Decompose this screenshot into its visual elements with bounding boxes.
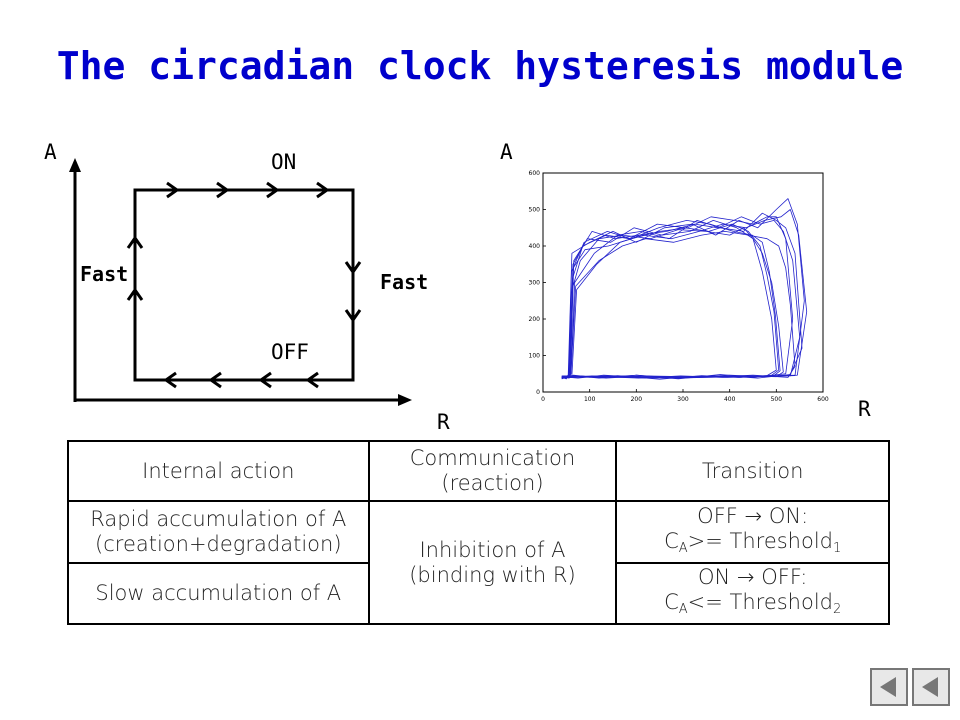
module-table: Internal action Communication(reaction) … (67, 440, 890, 625)
cell-off-to-on: OFF → ON: CA>= Threshold1 (615, 500, 890, 564)
table-header-row: Internal action Communication(reaction) … (67, 440, 890, 502)
on-label: ON (271, 150, 297, 174)
x-tick-label: 300 (677, 396, 689, 403)
back-triangle-icon (880, 677, 896, 697)
x-tick-label: 400 (724, 396, 736, 403)
trajectory-line (561, 209, 808, 379)
header-communication: Communication(reaction) (367, 440, 618, 502)
x-tick-label: 200 (631, 396, 643, 403)
y-tick-label: 600 (529, 170, 541, 177)
slide-title: The circadian clock hysteresis module (56, 44, 904, 88)
fast-left-label: Fast (80, 262, 129, 286)
right-arrows (344, 261, 362, 323)
x-tick-label: 500 (771, 396, 783, 403)
left-arrows (126, 235, 144, 301)
arrow-right-icon: → (736, 565, 755, 589)
forward-button[interactable] (912, 668, 950, 706)
plot-y-label: A (500, 140, 513, 164)
y-tick-label: 300 (529, 280, 541, 287)
table-row: Rapid accumulation of A(creation+degrada… (67, 500, 890, 625)
y-tick-label: 400 (529, 243, 541, 250)
bottom-arrows (163, 371, 319, 389)
plot-lines (561, 198, 808, 380)
trajectory-line (561, 219, 781, 378)
top-arrows (166, 181, 330, 199)
header-internal-action: Internal action (67, 440, 370, 502)
x-axis-arrowhead (398, 394, 412, 406)
schematic-x-label: R (437, 410, 450, 434)
back-button[interactable] (870, 668, 908, 706)
x-tick-label: 600 (817, 396, 829, 403)
plot-x-label: R (858, 397, 871, 421)
x-tick-label: 100 (584, 396, 596, 403)
fast-right-label: Fast (380, 270, 429, 294)
schematic-y-label: A (44, 140, 57, 164)
header-transition: Transition (615, 440, 890, 502)
y-tick-label: 500 (529, 207, 541, 214)
forward-triangle-icon (922, 677, 938, 697)
off-label: OFF (271, 340, 309, 364)
cell-slow-accumulation: Slow accumulation of A (67, 562, 370, 625)
y-axis-arrowhead (69, 158, 81, 172)
trajectory-line (561, 227, 777, 380)
hysteresis-loop (133, 188, 355, 382)
arrow-right-icon: → (744, 503, 763, 528)
y-tick-label: 100 (529, 353, 541, 360)
table-row: Slow accumulation of A ON → OFF: CA<= Th… (67, 562, 890, 625)
cell-rapid-accumulation: Rapid accumulation of A(creation+degrada… (67, 500, 370, 564)
y-tick-label: 0 (536, 389, 540, 396)
cell-inhibition: Inhibition of A(binding with R) (367, 500, 618, 625)
y-tick-label: 200 (529, 316, 541, 323)
x-tick-label: 0 (541, 396, 545, 403)
cell-on-to-off: ON → OFF: CA<= Threshold2 (615, 562, 890, 625)
plot-ticks: 0 100 200 300 400 500 600 0 100 200 300 400 500 600 (529, 170, 829, 403)
plot-frame (542, 172, 824, 393)
